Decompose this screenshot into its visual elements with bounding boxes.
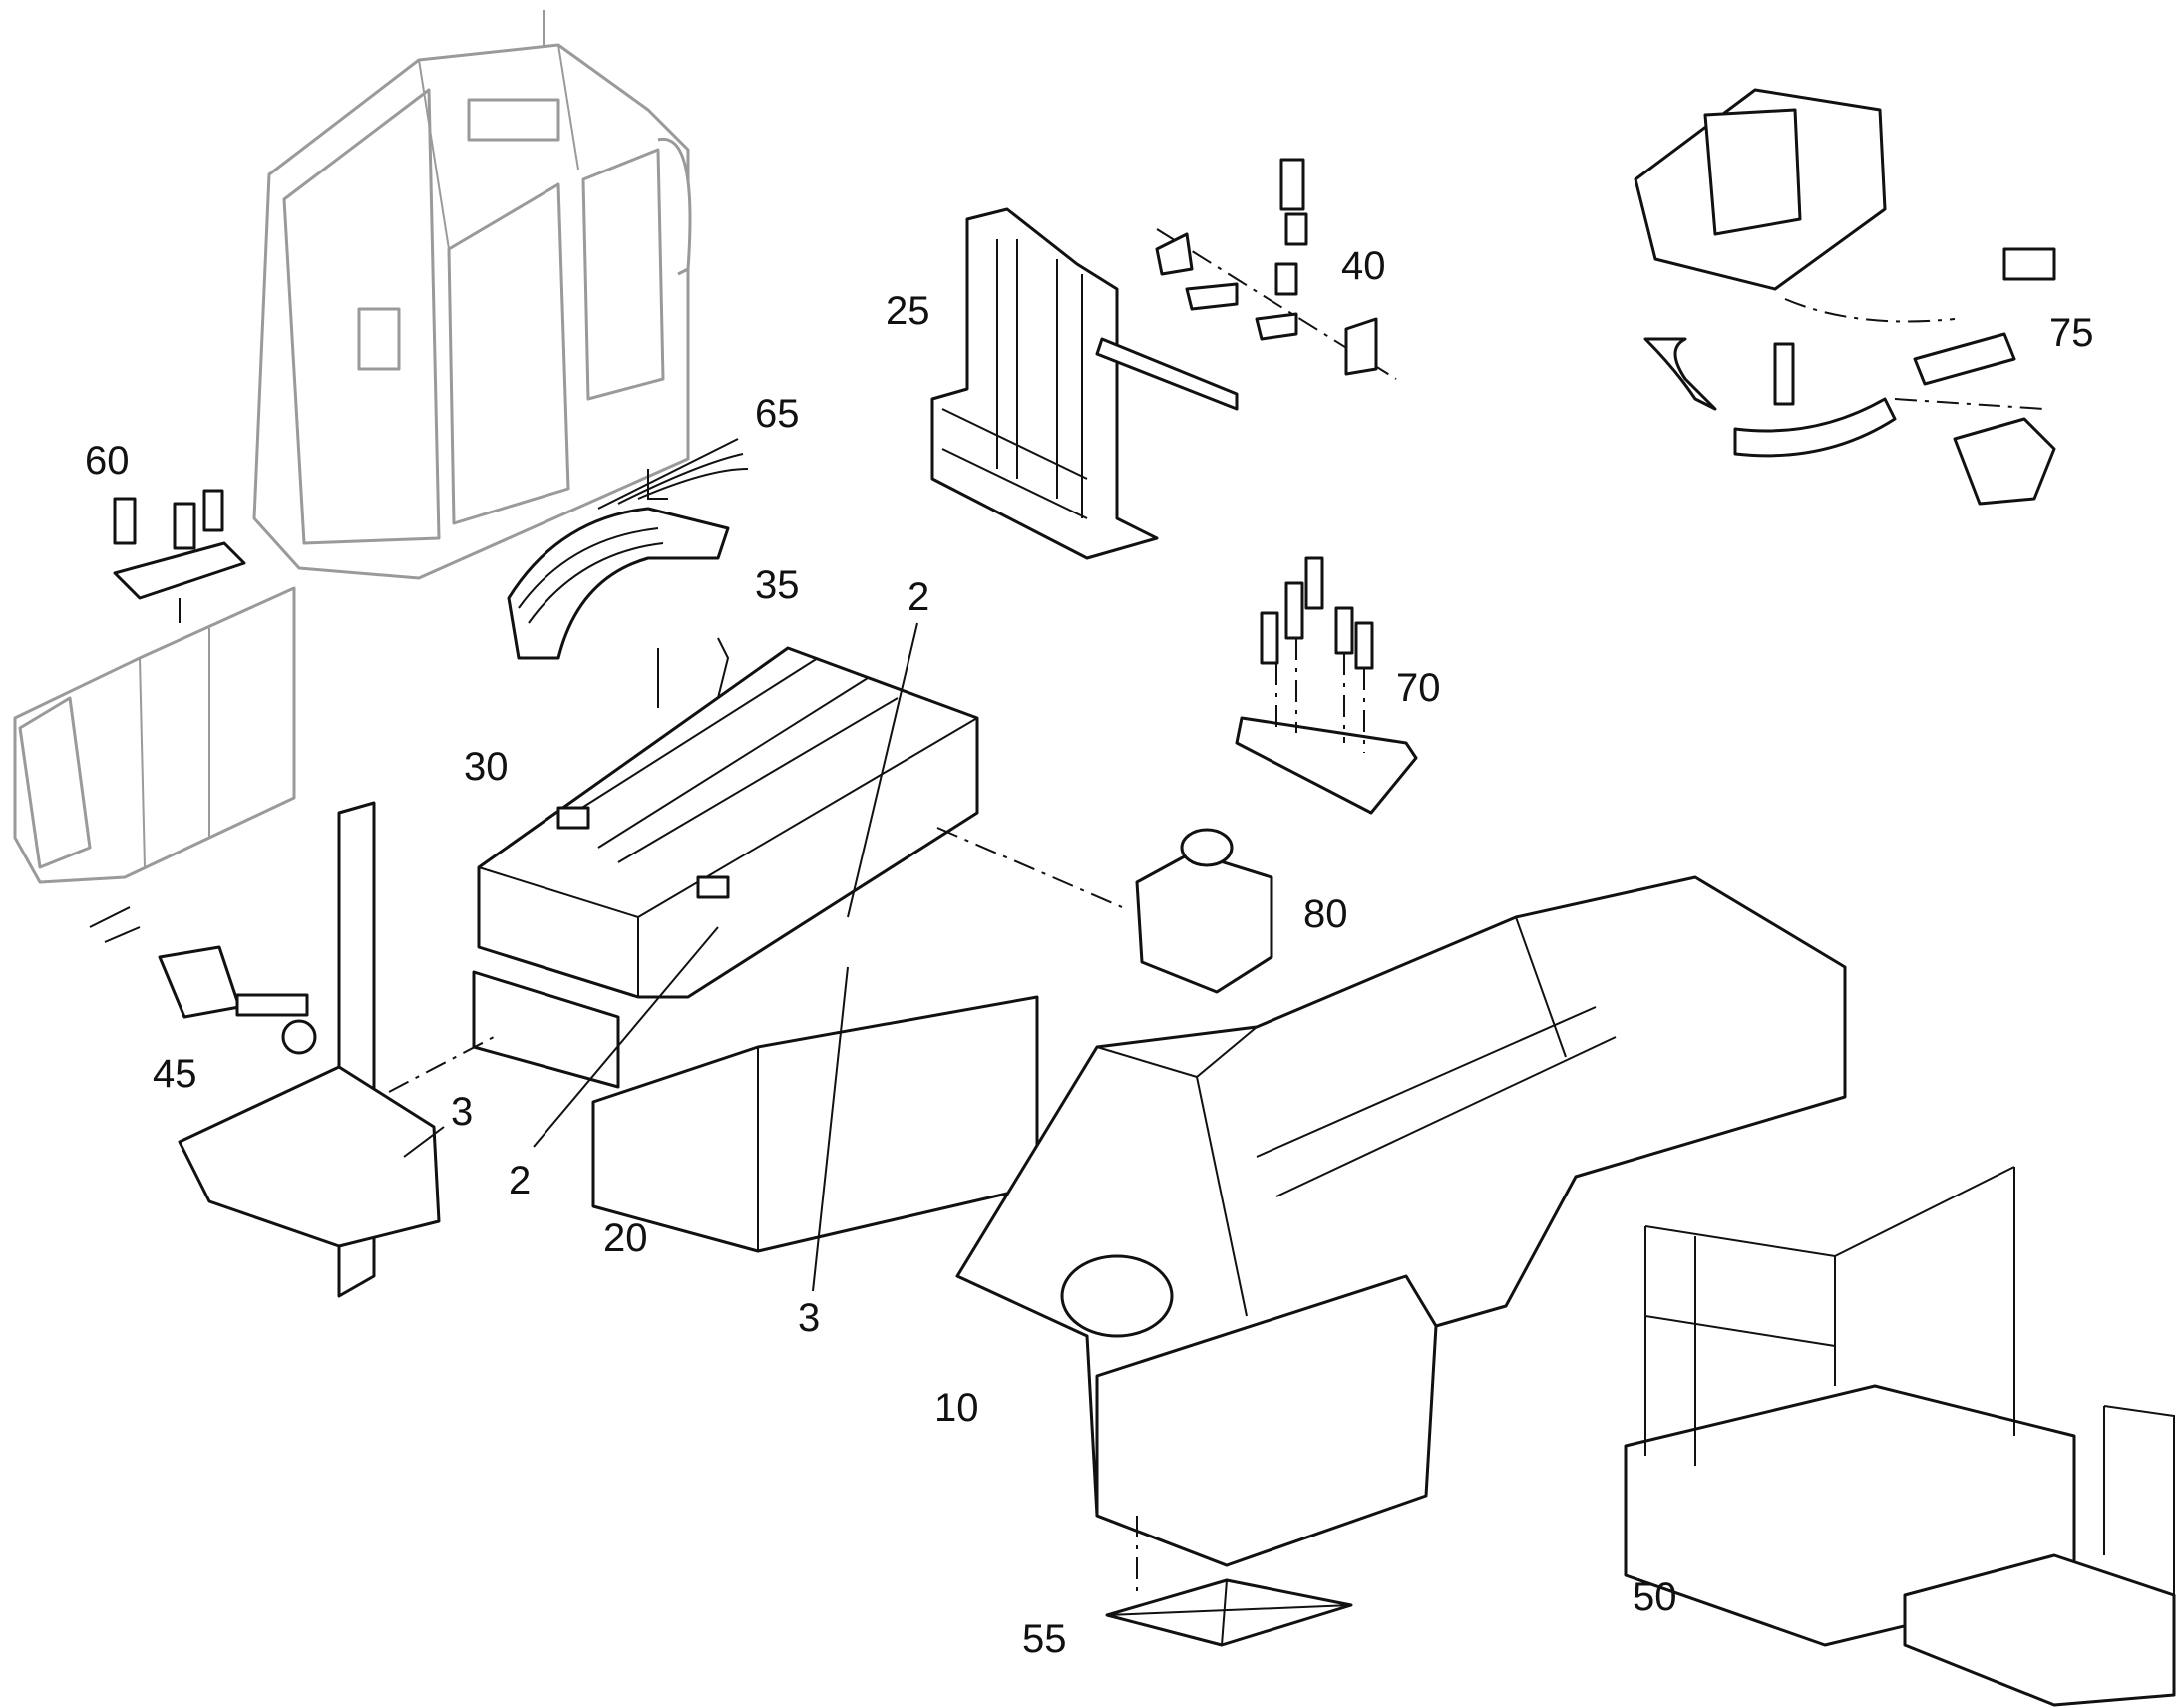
leader-3-side	[403, 1126, 445, 1158]
callout-70: 70	[1396, 666, 1441, 710]
intake-assembly-75	[1634, 88, 2056, 506]
callout-3-lower: 3	[798, 1296, 820, 1340]
reservoir-tank-80	[936, 827, 1273, 994]
leader-2-upper	[847, 622, 918, 918]
leader-2-lower	[533, 926, 719, 1148]
callout-80: 80	[1303, 892, 1348, 936]
callout-55: 55	[1022, 1617, 1067, 1661]
platform-50	[1624, 1166, 2176, 1707]
fitting-plate-70	[1235, 556, 1418, 815]
main-frame-10	[955, 875, 1847, 1595]
leader-3-lower	[812, 966, 849, 1292]
hydraulic-fittings-40	[1155, 158, 1397, 380]
callout-60: 60	[85, 439, 130, 483]
callout-50: 50	[1633, 1575, 1677, 1619]
callout-45: 45	[153, 1052, 197, 1096]
callout-75: 75	[2049, 311, 2094, 355]
side-plate-3	[178, 801, 495, 1298]
callout-30: 30	[464, 745, 509, 789]
cover-plate-55	[1105, 1578, 1353, 1647]
callout-65: 65	[755, 392, 800, 436]
callout-3-side-plate: 3	[451, 1090, 473, 1134]
support-frame-25	[930, 207, 1239, 560]
callout-2-upper: 2	[908, 575, 929, 619]
frame-box-30	[477, 646, 979, 999]
motor-assembly-45	[89, 906, 317, 1055]
callout-35: 35	[755, 563, 800, 607]
callout-2-lower: 2	[509, 1159, 531, 1202]
callout-40: 40	[1341, 244, 1386, 288]
cable-chain	[507, 438, 749, 708]
callout-25: 25	[886, 289, 930, 333]
callout-20: 20	[603, 1216, 648, 1260]
lower-box-20	[472, 970, 1039, 1253]
connector-plate-60	[113, 489, 246, 623]
callout-10: 10	[934, 1386, 979, 1430]
operator-cab	[252, 10, 692, 580]
battery-box	[13, 586, 296, 884]
